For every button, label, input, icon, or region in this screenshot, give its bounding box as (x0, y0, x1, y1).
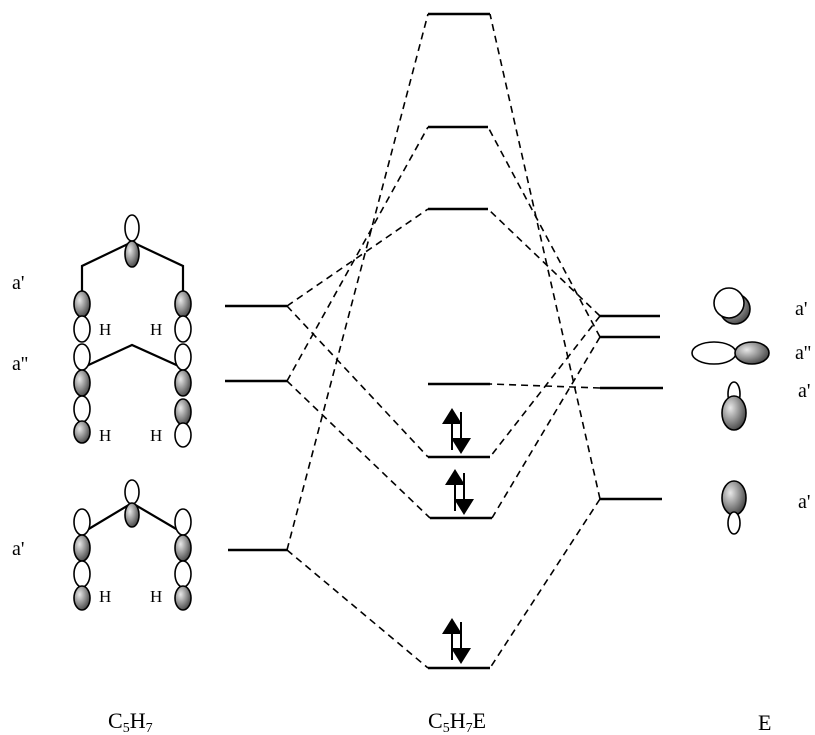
hydrogen-label: H (99, 320, 111, 339)
atomic-orbital-p-vertical: a' (721, 480, 810, 535)
hydrogen-label: H (99, 426, 111, 445)
hydrogen-label: H (99, 587, 111, 606)
electron-pair (442, 618, 471, 664)
left-energy-levels (225, 304, 287, 552)
caption-complex: C5H7E (428, 708, 486, 735)
symmetry-label-right-1: a' (795, 298, 807, 320)
symmetry-label-left-1: a' (12, 272, 24, 294)
atomic-orbital-p-horizontal: a'' (691, 341, 811, 365)
atomic-orbital-s: a' (713, 287, 807, 325)
hydrogen-label: H (150, 426, 162, 445)
symmetry-label-left-3: a' (12, 538, 24, 560)
electron-pairs (442, 408, 474, 664)
fragment-orbital-3: a' H H (12, 479, 192, 611)
hydrogen-label: H (150, 320, 162, 339)
left-fragment-orbitals: a' H H a'' H H a' (12, 214, 192, 611)
symmetry-label-left-2: a'' (12, 353, 28, 375)
fragment-orbital-1: a' H H (12, 214, 192, 343)
fragment-captions: C5H7 C5H7E E (108, 708, 771, 735)
electron-pair (445, 469, 474, 515)
caption-element: E (758, 710, 771, 735)
right-energy-levels (600, 314, 663, 501)
symmetry-label-right-4: a' (798, 491, 810, 513)
molecular-orbital-levels (428, 12, 492, 670)
fragment-orbital-2: a'' H H (12, 343, 192, 448)
symmetry-label-right-3: a' (798, 380, 810, 402)
electron-pair (442, 408, 471, 454)
atomic-orbital-p-vertical: a' (721, 380, 810, 431)
symmetry-label-right-2: a'' (795, 342, 811, 364)
hydrogen-label: H (150, 587, 162, 606)
correlation-lines (286, 13, 601, 669)
caption-left-fragment: C5H7 (108, 708, 153, 735)
right-fragment-orbitals: a' a'' a' a' (691, 287, 811, 535)
